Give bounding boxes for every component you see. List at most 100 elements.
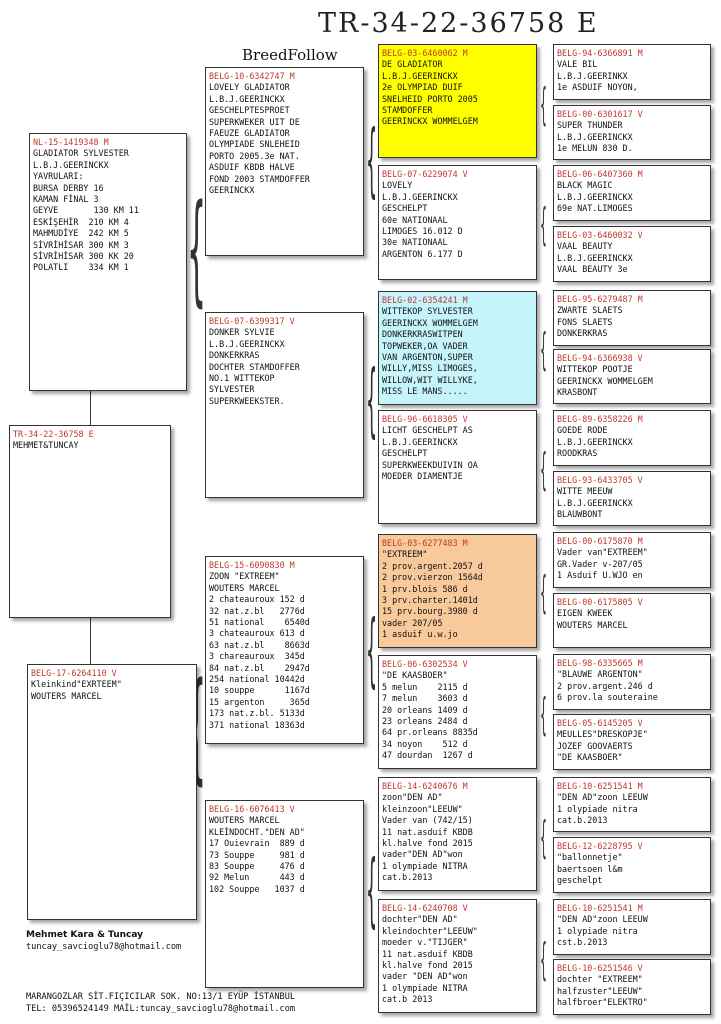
card-line: L.B.J.GEERINCKX [557,252,633,263]
footer-address: MARANGOZLAR SİT.FIÇICILAR SOK. NO:13/1 E… [26,992,296,1002]
card-line: LOVELY [382,180,413,191]
pigeon-card-gen5[interactable]: BELG-89-6358226 M GOEDE RODE L.B.J.GEERI… [553,410,711,466]
brace-connector: { [366,603,378,696]
card-line: dochter"DEN AD" [382,914,458,925]
card-line: DONKERKRAS [557,328,608,339]
ring-number: BELG-05-6145205 V [557,718,643,728]
brace-connector: { [187,180,207,319]
card-line: GESCHELPT [382,448,428,459]
card-line: vader "DEN AD"won [382,971,468,982]
pigeon-card-gen5[interactable]: BELG-10-6251541 M "DEN AD"zoon LEEUW 1 o… [553,777,711,832]
card-line: 47 dourdan 1267 d [382,750,473,761]
pigeon-card-gen4[interactable]: BELG-03-6277483 M "EXTREEM" 2 prov.argen… [378,534,537,648]
pigeon-card-gen5[interactable]: BELG-94-6366938 V WITTEKOP POOTJE GEERIN… [553,349,711,404]
brace-connector: { [540,689,547,740]
pigeon-card-gen5[interactable]: BELG-12-6228795 V "ballonnetje" baertsoe… [553,837,711,893]
ring-number: BELG-10-6251546 V [557,963,643,973]
pigeon-card-gen5[interactable]: BELG-94-6366891 M VALE BIL L.B.J.GEERINK… [553,44,711,100]
ring-number: BELG-15-6090830 M [209,560,295,570]
card-line: VAAL BEAUTY 3e [557,264,628,275]
connector-line [90,618,91,664]
card-line: BLACK MAGIC [557,180,613,191]
card-line: GESCHELPTESPROET [209,105,290,116]
card-line: DONKER SYLVIE [209,327,275,338]
ring-number: BELG-03-6460062 M [382,48,468,58]
card-line: 254 national 10442d [209,674,305,685]
pigeon-card-gen5[interactable]: BELG-98-6335665 M "BLAUWE ARGENTON" 2 pr… [553,654,711,710]
pigeon-card-gen5[interactable]: BELG-95-6279487 M ZWARTE SLAETS FONS SLA… [553,290,711,346]
card-line: JOZEF GOOVAERTS [557,740,633,751]
card-line: 20 orleans 1409 d [382,704,468,715]
card-line: GESCHELPT [382,203,428,214]
card-line: Vader van (742/15) [382,815,473,826]
owner-email[interactable]: tuncay_savcioglu78@hotmail.com [26,942,182,952]
card-line: 1 Asduif U.WJO en [557,570,643,581]
ring-number: BELG-10-6251541 M [557,903,643,913]
pigeon-card-gen3[interactable]: BELG-07-6399317 V DONKER SYLVIE L.B.J.GE… [205,312,364,498]
brace-connector: { [540,199,547,250]
card-line: FOND 2003 STAMDOFFER [209,173,310,184]
pigeon-card-gen3[interactable]: BELG-16-6076413 V WOUTERS MARCEL KLEİNDO… [205,800,364,988]
card-line: 1e MELUN 830 D. [557,143,633,154]
card-line: 51 national 6540d [209,617,310,628]
pigeon-card-sire[interactable]: NL-15-1419348 M GLADIATOR SYLVESTER L.B.… [29,133,187,391]
card-line: TOPWEKER,OA VADER [382,340,468,351]
pigeon-card-dam[interactable]: BELG-17-6264110 V Kleinkind"EXRTEEM" WOU… [27,664,197,920]
pigeon-card-gen5[interactable]: BELG-00-6301617 V SUPER THUNDER L.B.J.GE… [553,105,711,160]
card-line: GEERINCKX WOMMELGEM [557,375,653,386]
ring-number: BELG-00-6175870 M [557,536,643,546]
pigeon-card-gen5[interactable]: BELG-06-6407360 M BLACK MAGIC L.B.J.GEER… [553,165,711,221]
card-line: L.B.J.GEERINCKX [209,338,285,349]
brace-connector: { [366,843,378,936]
card-line: 15 argenton 365d [209,696,310,707]
ring-number: BELG-16-6076413 V [209,804,295,814]
card-line: 63 nat.z.bl 8663d [209,639,310,650]
pigeon-card-gen4[interactable]: BELG-02-6354241 M WITTEKOP SYLVESTER GEE… [378,291,537,405]
pigeon-card-subject[interactable]: TR-34-22-36758 E MEHMET&TUNCAY [9,425,171,618]
pigeon-card-gen4[interactable]: BELG-07-6229074 V LOVELY L.B.J.GEERINCKX… [378,165,537,280]
card-line: L.B.J.GEERINCKX [557,131,633,142]
card-line: 1 olympiade NITRA [382,982,468,993]
card-line: MISS LE MANS..... [382,386,468,397]
card-line: 1 asduif u.w.jo [382,629,458,640]
card-line: 7 melun 3603 d [382,693,468,704]
pigeon-card-gen3[interactable]: BELG-10-6342747 M LOVELY GLADIATOR L.B.J… [205,67,364,256]
pigeon-card-gen5[interactable]: BELG-03-6460032 V VAAL BEAUTY L.B.J.GEER… [553,226,711,282]
card-line: 1 olypiade nitra [557,803,638,814]
card-line: cat.b.2013 [557,815,608,826]
ring-number: BELG-06-6302534 V [382,659,468,669]
pigeon-card-gen5[interactable]: BELG-10-6251546 V dochter "EXTREEM" half… [553,959,711,1015]
card-line: DOCHTER STAMDOFFER [209,361,300,372]
card-line: BLAUWBONT [557,509,603,520]
card-line: GOEDE RODE [557,425,608,436]
pigeon-card-gen5[interactable]: BELG-05-6145205 V MEULLES"DRESKOPJE" JOZ… [553,714,711,770]
card-line: 2 prov.argent.246 d [557,680,653,691]
card-line: SUPER THUNDER [557,120,623,131]
card-line: kleindochter"LEEUW" [382,925,478,936]
pigeon-card-gen5[interactable]: BELG-93-6433705 V WITTE MEEUW L.B.J.GEER… [553,471,711,526]
card-line: LICHT GESCHELPT AS [382,425,473,436]
brace-connector: { [540,567,547,618]
pigeon-card-gen5[interactable]: BELG-00-6175805 V EIGEN KWEEK WOUTERS MA… [553,593,711,648]
card-line: ARGENTON 6.177 D [382,248,463,259]
card-line: L.B.J.GEERINCKX [557,191,633,202]
card-line: STAMDOFFER [382,105,433,116]
ring-number: BELG-14-6240676 M [382,781,468,791]
pigeon-card-gen4[interactable]: BELG-14-6240676 M zoon"DEN AD" kleinzoon… [378,777,537,891]
card-line: ZOON "EXTREEM" [209,571,280,582]
card-line: 2e OLYMPIAD DUIF [382,82,463,93]
pigeon-card-gen5[interactable]: BELG-10-6251541 M "DEN AD"zoon LEEUW 1 o… [553,899,711,955]
card-line: L.B.J.GEERINCKX [557,436,633,447]
pigeon-card-gen5[interactable]: BELG-00-6175870 M Vader van"EXTREEM" GR.… [553,532,711,588]
card-line: SUPERKWEEKSTER. [209,395,285,406]
pigeon-card-gen4[interactable]: BELG-14-6240708 V dochter"DEN AD" kleind… [378,899,537,1013]
pigeon-card-gen3[interactable]: BELG-15-6090830 M ZOON "EXTREEM" WOUTERS… [205,556,364,744]
card-line: DONKERKRASWITPEN [382,329,463,340]
card-line: EIGEN KWEEK [557,608,613,619]
pigeon-card-gen4[interactable]: BELG-06-6302534 V "DE KAASBOER" 5 melun … [378,655,537,769]
card-line: Vader van"EXTREEM" [557,547,648,558]
pigeon-card-gen4[interactable]: BELG-03-6460062 M DE GLADIATOR L.B.J.GEE… [378,44,537,158]
ring-number: TR-34-22-36758 E [13,429,94,439]
card-line: 1e ASDUIF NOYON, [557,82,638,93]
pigeon-card-gen4[interactable]: BELG-96-6618305 V LICHT GESCHELPT AS L.B… [378,410,537,524]
